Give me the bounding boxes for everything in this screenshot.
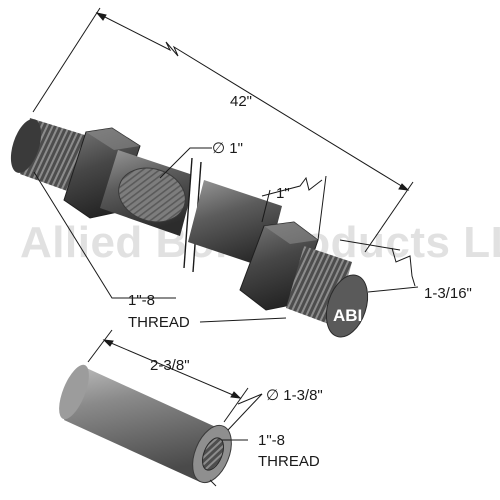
diameter-label: ∅ 1": [212, 140, 243, 157]
coupling-length-label: 2-3/8": [150, 357, 190, 374]
coupling-thread-bore: [202, 437, 224, 471]
diameter-leader: [159, 147, 212, 179]
coupling-left-end: [59, 364, 89, 420]
end-diameter-label: 1-3/16": [424, 285, 472, 302]
logo-stamp: ABI: [333, 306, 362, 325]
nut-length-dim: [261, 175, 327, 241]
coupling-diameter-dim: [209, 393, 263, 487]
coupling-length-dim: [87, 329, 249, 423]
rod-end-face: [325, 274, 369, 338]
nut-length-label: 1": [276, 185, 290, 202]
coupling-body: [64, 366, 218, 482]
thread-word-bottom: THREAD: [258, 453, 320, 470]
thread-leader-top: [33, 171, 287, 323]
dimension-42: [32, 7, 414, 253]
length-label: 42": [230, 93, 252, 110]
coupling-diameter-label: ∅ 1-3/8": [266, 387, 323, 404]
threaded-rod: ABI: [10, 118, 369, 338]
rod-left-end-face: [10, 119, 42, 173]
thread-size-bottom: 1"-8: [258, 432, 285, 449]
thread-size-top: 1"-8: [128, 292, 155, 309]
coupling-nut: [59, 364, 232, 484]
end-diameter-dim: [339, 239, 419, 293]
thread-word-top: THREAD: [128, 314, 190, 331]
section-cut-hatch: [118, 167, 186, 223]
